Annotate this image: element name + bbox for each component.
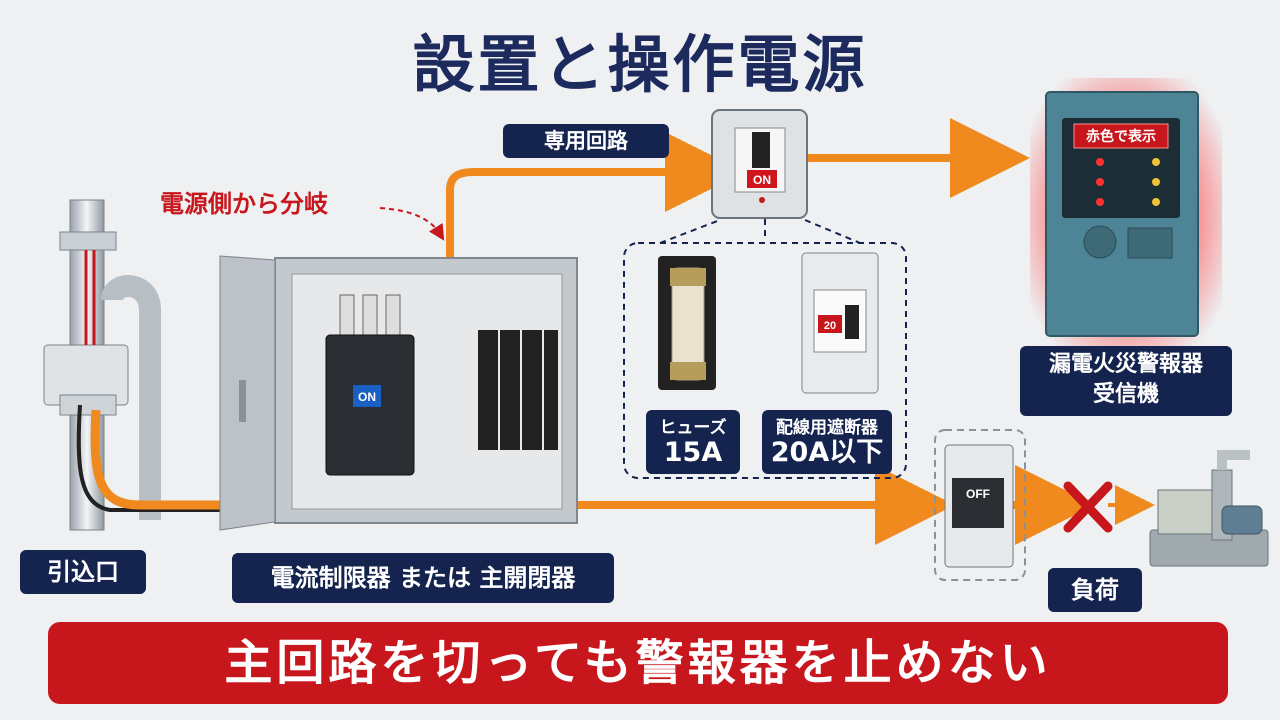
fuse-name: ヒューズ: [659, 418, 727, 438]
fuse-label: ヒューズ 15A: [646, 410, 740, 474]
terminal-block-top: [339, 294, 401, 336]
dedicated-switch-state: ON: [753, 173, 771, 187]
branch-breakers: [478, 330, 558, 450]
receiver-display-text: 赤色で表示: [1086, 128, 1156, 145]
label-receiver: 漏電火災警報器 受信機: [1020, 346, 1232, 416]
load-switch-state: OFF: [966, 487, 990, 501]
breaker-marking: 20: [824, 320, 836, 332]
speaker-grille: [1083, 225, 1117, 259]
fuse-icon: [658, 256, 716, 390]
service-entrance-pipe: [43, 199, 230, 531]
main-breaker-state: ON: [358, 390, 376, 404]
leak-fire-alarm-receiver: 赤色で表示: [1030, 78, 1222, 354]
dedicated-circuit-switch: ON: [711, 109, 808, 219]
label-dedicated-circuit: 専用回路: [503, 124, 669, 158]
blocked-x-icon: [1063, 481, 1113, 533]
label-service-entrance: 引込口: [20, 550, 146, 594]
load-pump-icon: [1149, 450, 1269, 567]
distribution-panel: ON: [219, 255, 578, 531]
indicator-lamps: [1096, 158, 1160, 206]
fuse-rating: 15A: [663, 437, 723, 468]
breaker-label: 配線用遮断器 20A以下: [762, 410, 892, 474]
label-load: 負荷: [1048, 568, 1142, 612]
load-switch: OFF: [934, 429, 1026, 581]
page-title: 設置と操作電源: [412, 28, 868, 101]
power-flow-lines: [90, 118, 1155, 545]
option-bracket: [623, 219, 907, 479]
breaker-rating: 20A以下: [770, 437, 884, 468]
molded-case-breaker-icon: 20: [801, 252, 879, 394]
branch-note-arrow: [379, 207, 445, 241]
breaker-name: 配線用遮断器: [776, 418, 878, 438]
branch-note: 電源側から分岐: [160, 190, 328, 218]
warning-banner: 主回路を切っても警報器を止めない: [48, 622, 1228, 704]
label-current-limiter: 電流制限器 または 主開閉器: [232, 553, 614, 603]
